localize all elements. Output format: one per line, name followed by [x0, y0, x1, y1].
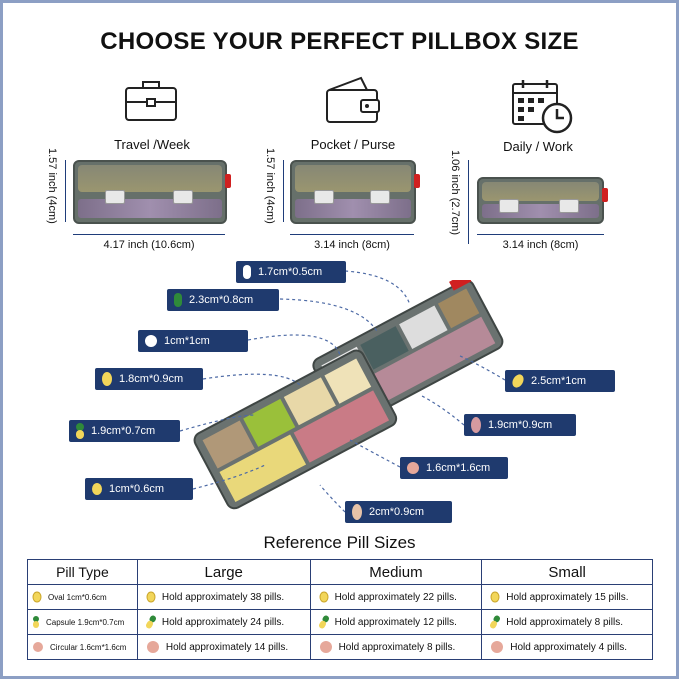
oval-yellow-icon — [102, 372, 112, 386]
leader-lines — [179, 270, 506, 513]
width-arrow-small — [477, 234, 604, 235]
pill-size-label: 1cm*1cm — [138, 330, 248, 352]
table-row: Capsule 1.9cm*0.7cm Hold approximately 2… — [27, 609, 653, 635]
table-row: Oval 1cm*0.6cm Hold approximately 38 pil… — [27, 584, 653, 610]
reference-table: Pill Type Large Medium Small Oval 1cm*0.… — [27, 559, 653, 660]
oval-yellow-icon — [92, 483, 102, 495]
height-arrow-medium — [283, 160, 284, 222]
width-label-small: 3.14 inch (8cm) — [502, 239, 579, 251]
width-arrow-large — [73, 234, 225, 235]
pill-size-label: 1.8cm*0.9cm — [95, 368, 203, 390]
pill-size-label: 1.7cm*0.5cm — [236, 261, 346, 283]
pillbox-medium-image — [290, 160, 420, 224]
header-pill-type: Pill Type — [27, 559, 138, 585]
oval-pink-icon — [471, 417, 481, 433]
category-label-pocket: Pocket / Purse — [310, 137, 396, 152]
pill-type-label: Capsule 1.9cm*0.7cm — [46, 617, 125, 627]
oval-yellow-icon — [490, 591, 500, 603]
pillbox-large-image — [73, 160, 231, 224]
table-row: Circular 1.6cm*1.6cm Hold approximately … — [27, 634, 653, 660]
capsule-green-yellow-icon — [318, 615, 329, 629]
oval-yellow-icon — [319, 591, 329, 603]
pill-size-label: 1.6cm*1.6cm — [400, 457, 508, 479]
capsule-green-yellow-icon — [76, 423, 84, 439]
round-pink-icon — [33, 642, 43, 652]
header-small: Small — [481, 559, 653, 585]
suitcase-icon — [125, 81, 177, 121]
round-white-icon — [145, 335, 157, 347]
table-header-row: Pill Type Large Medium Small — [27, 559, 653, 585]
round-pink-icon — [146, 641, 159, 653]
capsule-green-yellow-icon — [145, 615, 156, 629]
width-label-medium: 3.14 inch (8cm) — [314, 239, 390, 251]
round-pink-icon — [491, 641, 504, 653]
pill-size-label: 1.9cm*0.9cm — [464, 414, 576, 436]
oval-yellow-icon — [512, 374, 524, 388]
reference-title: Reference Pill Sizes — [263, 533, 416, 552]
oval-yellow-icon — [32, 591, 42, 603]
oval-pink-icon — [352, 504, 362, 520]
width-label-large: 4.17 inch (10.6cm) — [103, 239, 195, 251]
category-label-daily: Daily / Work — [503, 139, 573, 154]
round-pink-icon — [407, 462, 419, 474]
capsule-white-icon — [243, 265, 251, 279]
oval-yellow-icon — [146, 591, 156, 603]
header-medium: Medium — [309, 559, 483, 585]
pill-size-label: 2.5cm*1cm — [505, 370, 615, 392]
pill-size-label: 2cm*0.9cm — [345, 501, 452, 523]
height-arrow-large — [65, 160, 66, 222]
open-pillbox-image — [193, 280, 504, 510]
capsule-green-icon — [174, 293, 182, 307]
page-title: CHOOSE YOUR PERFECT PILLBOX SIZE — [100, 28, 579, 55]
pill-type-label: Circular 1.6cm*1.6cm — [50, 642, 127, 652]
round-pink-icon — [319, 641, 332, 653]
capsule-green-yellow-icon — [33, 616, 39, 628]
pillbox-small-image — [477, 177, 608, 224]
width-arrow-medium — [290, 234, 414, 235]
height-label-medium: 1.57 inch (4cm) — [264, 148, 276, 224]
pill-size-label: 1cm*0.6cm — [85, 478, 193, 500]
capsule-green-yellow-icon — [490, 615, 501, 629]
calendar-clock-icon — [512, 80, 573, 134]
pill-type-label: Oval 1cm*0.6cm — [48, 592, 107, 602]
height-label-small: 1.06 inch (2.7cm) — [449, 150, 461, 235]
height-arrow-small — [468, 160, 469, 244]
wallet-icon — [326, 76, 380, 123]
height-label-large: 1.57 inch (4cm) — [46, 148, 58, 224]
pill-size-label: 2.3cm*0.8cm — [167, 289, 279, 311]
header-large: Large — [136, 559, 311, 585]
pill-size-label: 1.9cm*0.7cm — [69, 420, 180, 442]
category-label-travel: Travel /Week — [114, 137, 190, 152]
